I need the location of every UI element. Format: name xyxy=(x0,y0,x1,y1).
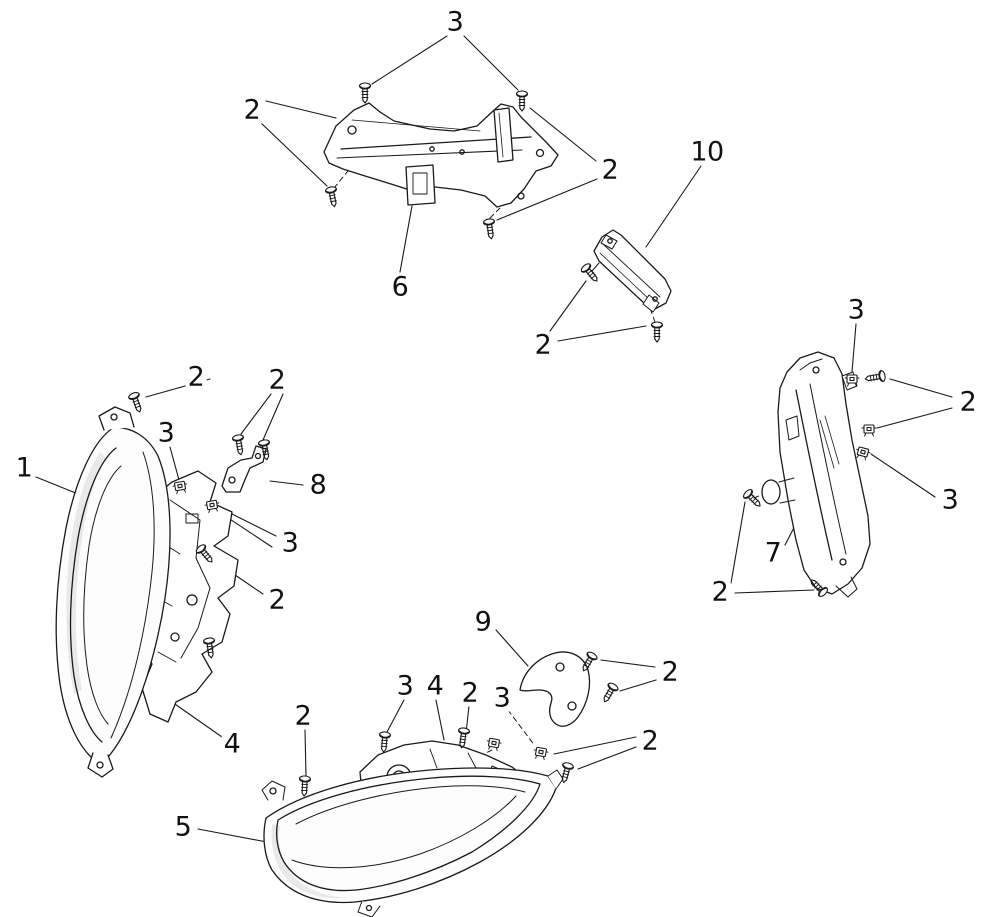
part-10-sensor-bracket xyxy=(591,229,672,313)
screw-icon xyxy=(324,185,341,209)
part-1-headlight-lens xyxy=(55,406,171,778)
part-7-side-bracket xyxy=(761,351,871,598)
screw-icon xyxy=(377,730,392,753)
screw-icon xyxy=(599,681,620,706)
clip-icon xyxy=(485,737,503,752)
screw-icon xyxy=(650,321,664,343)
screw-icon xyxy=(482,217,498,241)
clip-icon xyxy=(861,424,877,437)
screw-icon xyxy=(298,775,312,797)
screw-icon xyxy=(741,487,765,511)
screw-icon xyxy=(231,433,247,457)
part-5-headlight xyxy=(261,767,564,917)
screw-icon xyxy=(358,82,372,104)
part-6-mount-bracket xyxy=(323,102,559,208)
part-8-bracket xyxy=(221,445,267,493)
part-9-support-bracket xyxy=(519,651,591,727)
clip-icon xyxy=(853,445,872,462)
screw-icon xyxy=(579,261,602,286)
screw-icon xyxy=(863,369,887,385)
parts xyxy=(55,102,871,917)
screw-icon xyxy=(515,90,529,112)
screw-icon xyxy=(127,390,146,415)
clip-icon xyxy=(532,746,550,761)
